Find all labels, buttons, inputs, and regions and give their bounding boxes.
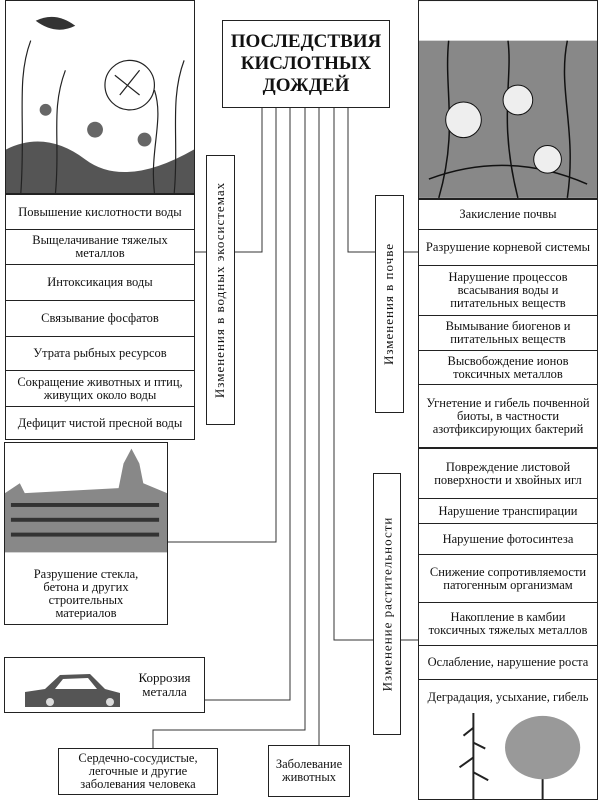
page-title: ПОСЛЕДСТВИЯ КИСЛОТНЫХ ДОЖДЕЙ <box>222 20 390 108</box>
soil-effect-item: Закисление почвы <box>418 200 598 230</box>
corrosion-text: Коррозия металла <box>138 670 191 699</box>
human-disease-box: Сердечно-сосудистые, легочные и другие з… <box>58 748 218 795</box>
soil-effect-item: Нарушение процессов всасывания воды и пи… <box>418 266 598 316</box>
aquatic-ecosystem-illustration <box>5 0 195 194</box>
soil-effect-item: Высвобождение ионов токсичных металлов <box>418 351 598 385</box>
water-effect-item: Сокращение животных и птиц, живущих окол… <box>5 371 195 407</box>
soil-effect-item: Угнетение и гибель почвенной биоты, в ча… <box>418 385 598 448</box>
vegetation-effect-item: Нарушение транспирации <box>418 499 598 524</box>
soil-illustration <box>418 0 598 199</box>
water-effect-item: Интоксикация воды <box>5 265 195 301</box>
water-effect-item: Дефицит чистой пресной воды <box>5 407 195 440</box>
soil-effect-item: Разрушение корневой системы <box>418 230 598 266</box>
vegetation-effect-item: Нарушение фотосинтеза <box>418 524 598 555</box>
water-effect-item: Повышение кислотности воды <box>5 195 195 230</box>
water-category-label: Изменения в водных экосистемах <box>206 155 235 425</box>
building-illustration <box>5 443 167 563</box>
water-effect-item: Связывание фосфатов <box>5 301 195 337</box>
water-effect-item: Утрата рыбных ресурсов <box>5 337 195 371</box>
soil-effect-item: Вымывание биогенов и питательных веществ <box>418 316 598 351</box>
vegetation-category-text: Изменение растительности <box>379 516 395 692</box>
car-illustration <box>25 674 120 707</box>
vegetation-category-label: Изменение растительности <box>373 473 401 735</box>
soil-category-text: Изменения в почве <box>381 242 397 366</box>
vegetation-effect-item: Ослабление, нарушение роста <box>418 646 598 680</box>
building-damage-card: Разрушение стекла, бетона и других строи… <box>4 442 168 625</box>
building-damage-text: Разрушение стекла, бетона и других строи… <box>33 566 139 620</box>
water-effect-item: Выщелачивание тяжелых металлов <box>5 230 195 265</box>
vegetation-effect-item: Снижение сопротивляемости патогенным орг… <box>418 555 598 603</box>
vegetation-effect-item: Повреждение листовой поверхности и хвойн… <box>418 449 598 499</box>
dying-trees-illustration <box>418 708 598 800</box>
animal-disease-box: Заболевание животных <box>268 745 350 797</box>
water-category-text: Изменения в водных экосистемах <box>212 181 228 399</box>
vegetation-effect-item: Накопление в камбии токсичных тяжелых ме… <box>418 603 598 646</box>
corrosion-card: Коррозия металла <box>4 657 205 713</box>
soil-category-label: Изменения в почве <box>375 195 404 413</box>
